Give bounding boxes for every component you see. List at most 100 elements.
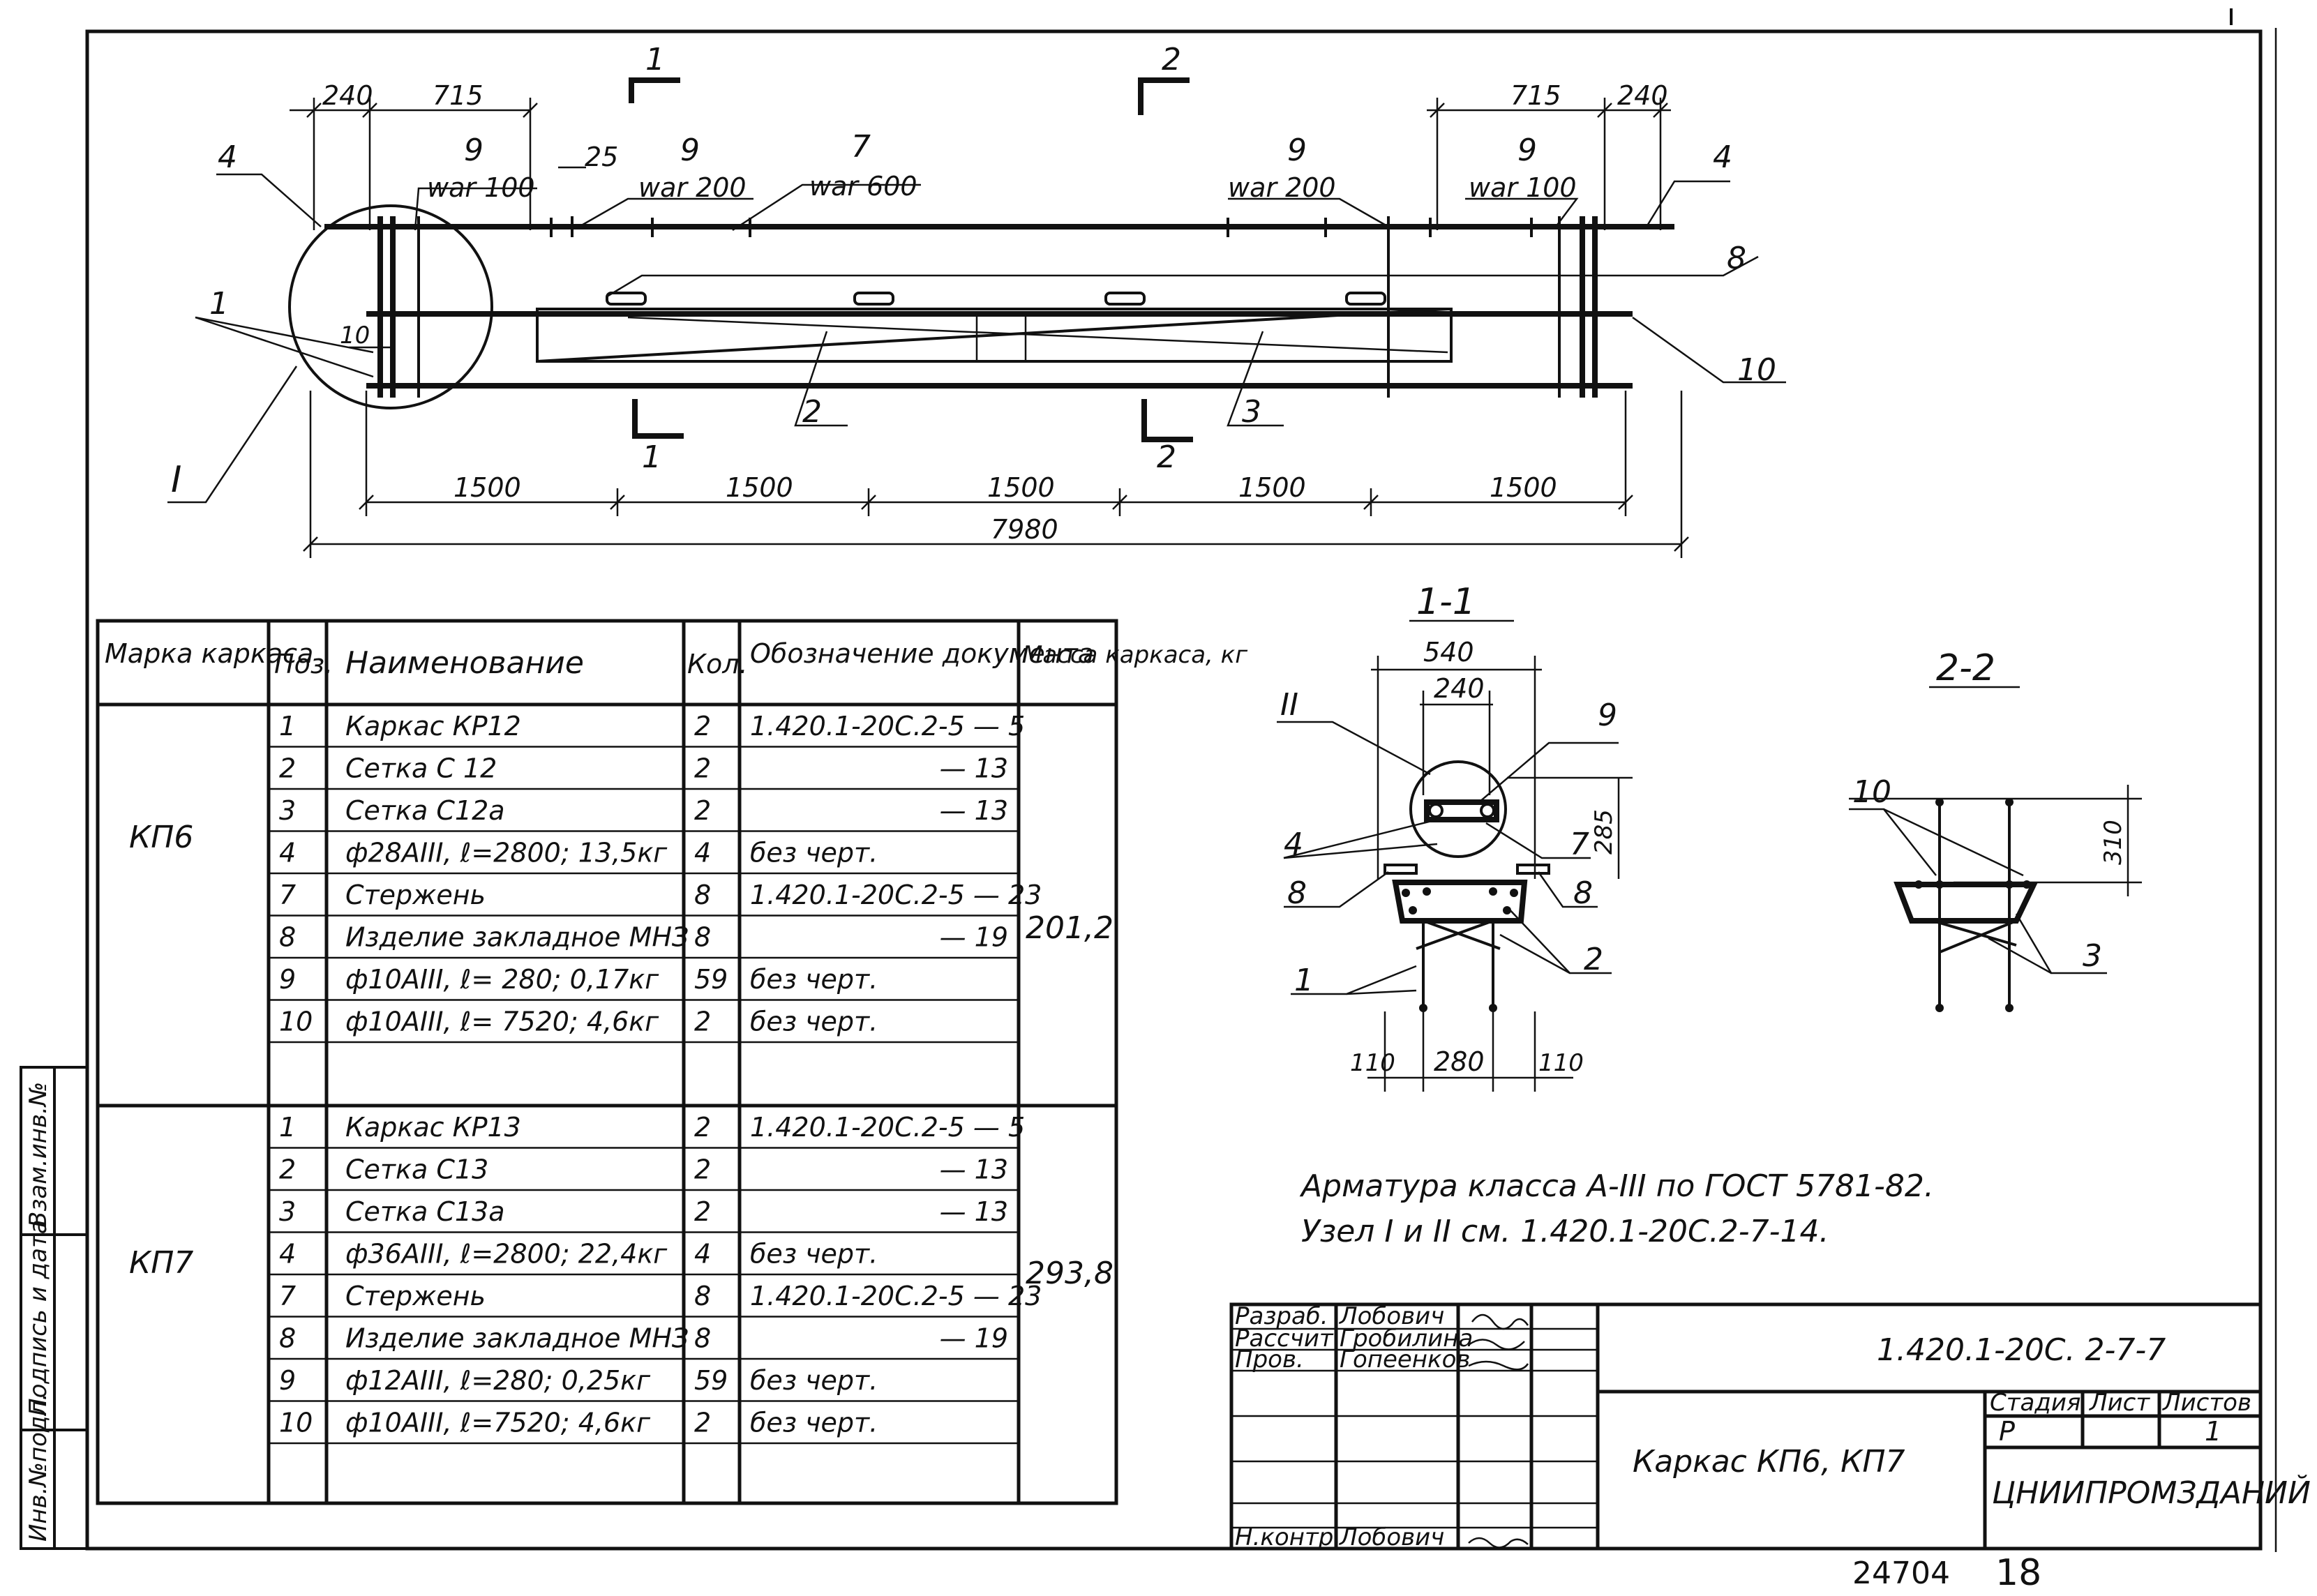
- table-cell-qty: 8: [694, 1281, 711, 1311]
- tb-org: ЦНИИПРОМЗДАНИЙ: [1992, 1474, 2311, 1511]
- callout-9-d-spacing: war 100: [1469, 172, 1577, 203]
- s2-label-10: 10: [1852, 774, 1891, 810]
- table-cell-pos: 8: [279, 1323, 296, 1354]
- tb-name-3: Гопеенков: [1340, 1346, 1470, 1373]
- callout-9-c: 9: [1287, 133, 1307, 168]
- notes: Арматура класса А-III по ГОСТ 5781-82. У…: [1299, 1168, 1934, 1249]
- dim-bottom-4: 1500: [1238, 472, 1306, 503]
- signature-1: [1471, 1313, 1529, 1330]
- archive-number: 24704: [1852, 1556, 1950, 1591]
- callout-9-d: 9: [1517, 133, 1537, 168]
- table-cell-doc: без черт.: [750, 1408, 878, 1438]
- section-1-1-title: 1-1: [1416, 581, 1476, 623]
- table-cell-doc: 1.420.1-20С.2-5 — 5: [750, 1112, 1025, 1143]
- tb-name-2: Гробилина: [1340, 1325, 1473, 1353]
- table-cell-qty: 2: [694, 1196, 711, 1227]
- sheet-frame: [85, 8, 2277, 1552]
- side-stamp-replace: Взам.инв.№: [24, 1082, 52, 1228]
- callout-2: 2: [802, 394, 822, 430]
- group-mass-kp6: 201,2: [1026, 910, 1113, 946]
- s2-dim-310: 310: [2099, 820, 2127, 865]
- elevation-view: 240 715 715 240 25 1 1 2 2 4 1 7 war 600…: [167, 42, 1786, 558]
- dim-bottom-5: 1500: [1490, 472, 1557, 503]
- spec-table: Марка каркаса Поз. Наименование Кол. Обо…: [96, 619, 1248, 1505]
- table-cell-name: Каркас КР12: [345, 711, 521, 741]
- callout-4-left: 4: [218, 140, 237, 175]
- table-cell-name: ф10АIII, ℓ=7520; 4,6кг: [345, 1408, 651, 1438]
- s1-dim-280: 280: [1434, 1046, 1485, 1077]
- tb-code: 1.420.1-20С. 2-7-7: [1877, 1332, 2166, 1368]
- table-cell-name: Каркас КР13: [345, 1112, 521, 1143]
- group-mark-kp6: КП6: [129, 820, 193, 855]
- table-cell-pos: 1: [279, 711, 296, 741]
- section-mark-2-bottom: 2: [1157, 439, 1176, 475]
- table-cell-doc: — 13: [940, 795, 1008, 826]
- callout-7: 7: [851, 129, 871, 165]
- table-cell-qty: 8: [694, 880, 711, 910]
- callout-9-b: 9: [680, 133, 700, 168]
- callout-7-spacing: war 600: [809, 171, 917, 202]
- tb-sheet-header: Лист: [2088, 1389, 2150, 1417]
- s2-label-3: 3: [2083, 938, 2102, 974]
- table-cell-name: Изделие закладное МНЗ: [345, 922, 689, 953]
- table-cell-qty: 2: [694, 711, 711, 741]
- table-cell-pos: 10: [279, 1007, 313, 1037]
- table-cell-qty: 2: [694, 1007, 711, 1037]
- s1-dim-285: 285: [1590, 809, 1618, 855]
- table-cell-qty: 2: [694, 795, 711, 826]
- table-cell-doc: — 13: [940, 753, 1008, 784]
- table-cell-pos: 8: [279, 922, 296, 953]
- node-II-circle: [1409, 760, 1507, 858]
- table-cell-doc: — 19: [940, 922, 1008, 953]
- table-cell-doc: — 13: [940, 1154, 1008, 1185]
- dim-bottom-1: 1500: [453, 472, 521, 503]
- table-cell-pos: 2: [279, 753, 296, 784]
- tb-name-1: Лобович: [1338, 1302, 1444, 1330]
- dim-bottom-3: 1500: [987, 472, 1055, 503]
- table-cell-qty: 4: [694, 1239, 711, 1270]
- callout-4-right: 4: [1713, 140, 1732, 175]
- table-cell-name: ф10АIII, ℓ= 280; 0,17кг: [345, 964, 659, 995]
- dim-top-715-left: 715: [433, 80, 483, 111]
- callout-9-b-spacing: war 200: [638, 172, 747, 203]
- tb-stage: Р: [1999, 1416, 2015, 1447]
- table-cell-doc: 1.420.1-20С.2-5 — 23: [750, 1281, 1042, 1311]
- table-cell-qty: 2: [694, 1408, 711, 1438]
- section-2-2-title: 2-2: [1936, 647, 1995, 689]
- callout-10: 10: [1737, 352, 1776, 388]
- table-cell-qty: 2: [694, 1112, 711, 1143]
- group-mass-kp7: 293,8: [1026, 1256, 1113, 1291]
- table-cell-name: Сетка С13а: [345, 1196, 505, 1227]
- table-cell-qty: 2: [694, 1154, 711, 1185]
- dim-top-715-right: 715: [1510, 80, 1561, 111]
- table-cell-pos: 9: [279, 964, 296, 995]
- group-mark-kp7: КП7: [129, 1245, 193, 1281]
- s1-label-2: 2: [1584, 942, 1603, 977]
- tb-sheets: 1: [2205, 1416, 2221, 1447]
- table-cell-pos: 10: [279, 1408, 313, 1438]
- dim-total: 7980: [991, 514, 1058, 545]
- section-mark-2-top: 2: [1162, 42, 1181, 77]
- table-cell-qty: 8: [694, 1323, 711, 1354]
- tb-name-4: Лобович: [1338, 1523, 1444, 1551]
- tb-role-3: Пров.: [1235, 1346, 1304, 1373]
- table-cell-pos: 7: [279, 1281, 296, 1311]
- s1-label-8-left: 8: [1287, 875, 1307, 911]
- section-1-1: 1-1 540 240 285: [1277, 581, 1633, 1092]
- th-name: Наименование: [345, 645, 584, 681]
- side-stamp-sign: Подпись и дата: [24, 1219, 52, 1416]
- th-mark: Марка каркаса: [105, 638, 313, 669]
- table-cell-doc: — 13: [940, 1196, 1008, 1227]
- th-pos: Поз.: [274, 649, 333, 679]
- s1-label-7: 7: [1570, 827, 1589, 862]
- s1-node-II: II: [1280, 687, 1298, 723]
- s1-dim-240: 240: [1434, 673, 1485, 704]
- note-1: Арматура класса А-III по ГОСТ 5781-82.: [1299, 1168, 1934, 1204]
- table-cell-doc: — 19: [940, 1323, 1008, 1354]
- tb-role-2: Рассчит.: [1235, 1325, 1341, 1353]
- table-cell-name: ф36АIII, ℓ=2800; 22,4кг: [345, 1239, 668, 1270]
- title-block: Разраб. Лобович Рассчит. Гробилина Пров.…: [1229, 1302, 2311, 1551]
- node-mark-I: I: [171, 459, 181, 501]
- callout-8: 8: [1727, 241, 1746, 276]
- table-cell-qty: 59: [694, 1365, 728, 1396]
